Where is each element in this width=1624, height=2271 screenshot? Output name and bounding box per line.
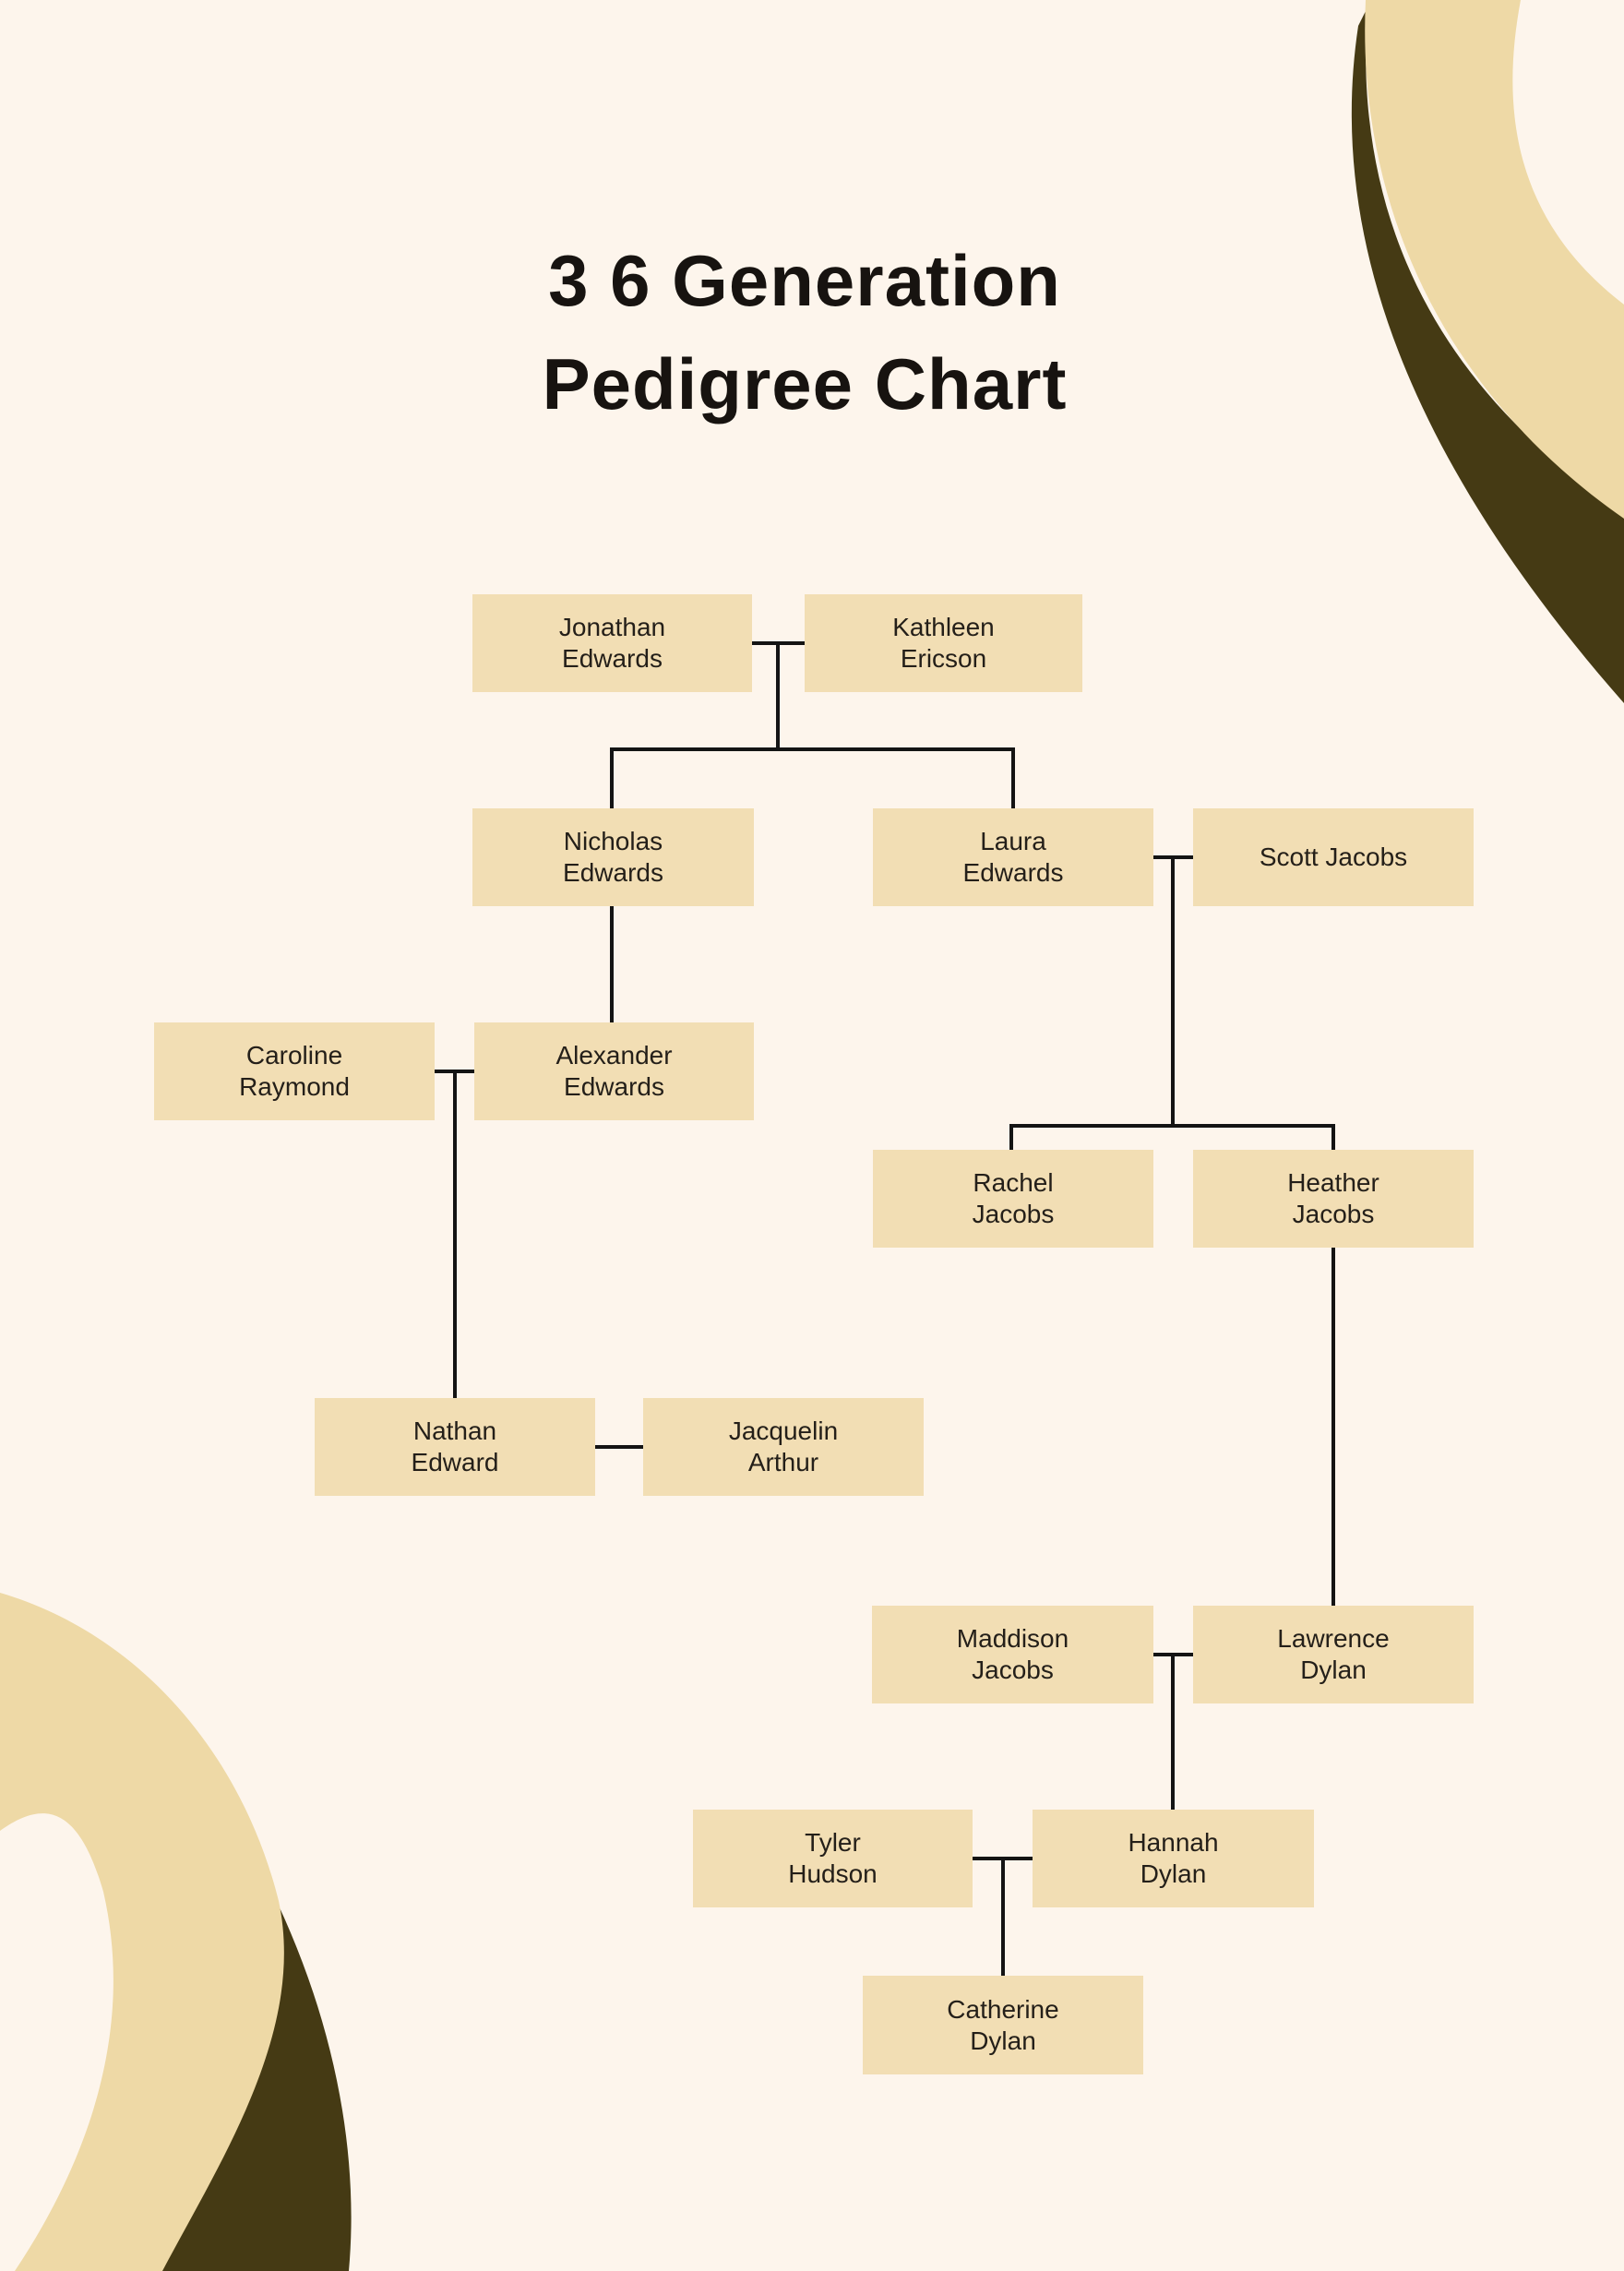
person-name-line: Caroline bbox=[245, 1041, 343, 1070]
person-box-jonathan-edwards: Jonathan Edwards bbox=[472, 594, 752, 692]
child-drop-to-laura bbox=[1011, 747, 1015, 812]
child-drop-laura-scott bbox=[1171, 855, 1175, 1128]
sibling-bar-rachel-heather bbox=[1009, 1124, 1335, 1128]
person-box-tyler-hudson: Tyler Hudson bbox=[693, 1810, 973, 1907]
child-drop-jonathan-kathleen bbox=[776, 641, 780, 751]
person-box-maddison-jacobs: Maddison Jacobs bbox=[872, 1606, 1153, 1703]
title-line-1: 3 6 Generation bbox=[548, 240, 1061, 321]
person-name-line: Edward bbox=[411, 1448, 499, 1476]
person-box-rachel-jacobs: Rachel Jacobs bbox=[873, 1150, 1153, 1248]
child-drop-tyler-hannah bbox=[1001, 1857, 1005, 1979]
couple-connector-nathan-jacquelin bbox=[595, 1445, 643, 1449]
person-name-line: Scott Jacobs bbox=[1259, 843, 1408, 871]
person-name-line: Alexander bbox=[555, 1041, 673, 1070]
person-name-line: Maddison bbox=[956, 1624, 1069, 1653]
person-box-scott-jacobs: Scott Jacobs bbox=[1193, 808, 1474, 906]
person-name-line: Laura bbox=[980, 827, 1046, 855]
child-drop-caroline-alexander bbox=[453, 1070, 457, 1402]
person-box-nicholas-edwards: Nicholas Edwards bbox=[472, 808, 754, 906]
person-box-heather-jacobs: Heather Jacobs bbox=[1193, 1150, 1474, 1248]
person-name-line: Edwards bbox=[564, 1072, 664, 1101]
person-name-line: Catherine bbox=[947, 1994, 1059, 2024]
person-name-line: Nathan bbox=[412, 1416, 497, 1445]
person-name-line: Tyler bbox=[805, 1828, 861, 1857]
person-box-jacquelin-arthur: Jacquelin Arthur bbox=[643, 1398, 924, 1496]
deco-bottom-left-tan-ring bbox=[0, 1593, 284, 2271]
person-name-line: Edwards bbox=[562, 644, 663, 673]
person-name-line: Raymond bbox=[239, 1072, 350, 1101]
child-drop-to-rachel bbox=[1009, 1124, 1013, 1153]
person-name-line: Rachel bbox=[973, 1168, 1054, 1197]
person-box-lawrence-dylan: Lawrence Dylan bbox=[1193, 1606, 1474, 1703]
person-box-nathan-edward: Nathan Edward bbox=[315, 1398, 595, 1496]
person-name-line: Jacobs bbox=[972, 1655, 1054, 1684]
person-name-line: Jacquelin bbox=[728, 1416, 839, 1445]
person-name-line: Ericson bbox=[900, 644, 987, 673]
page-title: 3 6 Generation Pedigree Chart bbox=[0, 229, 1609, 436]
person-name-line: Kathleen bbox=[892, 613, 995, 641]
person-box-laura-edwards: Laura Edwards bbox=[873, 808, 1153, 906]
person-name-line: Hannah bbox=[1128, 1828, 1219, 1857]
child-drop-to-heather bbox=[1331, 1124, 1335, 1153]
person-box-alexander-edwards: Alexander Edwards bbox=[474, 1022, 754, 1120]
title-line-2: Pedigree Chart bbox=[542, 343, 1068, 424]
person-name-line: Edwards bbox=[563, 858, 663, 887]
person-name-line: Dylan bbox=[970, 2026, 1036, 2055]
person-name-line: Lawrence bbox=[1277, 1624, 1390, 1653]
person-name-line: Jacobs bbox=[972, 1200, 1055, 1228]
person-name-line: Nicholas bbox=[563, 827, 663, 855]
person-name-line: Jacobs bbox=[1292, 1200, 1375, 1228]
person-box-kathleen-ericson: Kathleen Ericson bbox=[805, 594, 1082, 692]
person-name-line: Arthur bbox=[747, 1448, 819, 1476]
person-name-line: Dylan bbox=[1300, 1655, 1367, 1684]
person-name-line: Heather bbox=[1287, 1168, 1379, 1197]
person-name-line: Hudson bbox=[788, 1859, 878, 1888]
child-drop-heather-lawrence bbox=[1331, 1246, 1335, 1609]
person-box-catherine-dylan: Catherine Dylan bbox=[863, 1976, 1143, 2074]
person-box-caroline-raymond: Caroline Raymond bbox=[154, 1022, 435, 1120]
child-drop-to-nicholas bbox=[610, 747, 614, 812]
person-name-line: Dylan bbox=[1140, 1859, 1207, 1888]
sibling-bar-nicholas-laura bbox=[610, 747, 1015, 751]
person-name-line: Edwards bbox=[962, 858, 1064, 887]
child-drop-nicholas-alexander bbox=[610, 906, 614, 1026]
child-drop-maddison-lawrence bbox=[1171, 1653, 1175, 1813]
person-name-line: Jonathan bbox=[558, 613, 666, 641]
person-box-hannah-dylan: Hannah Dylan bbox=[1033, 1810, 1314, 1907]
deco-bottom-left-brown-crescent bbox=[111, 1735, 352, 2271]
